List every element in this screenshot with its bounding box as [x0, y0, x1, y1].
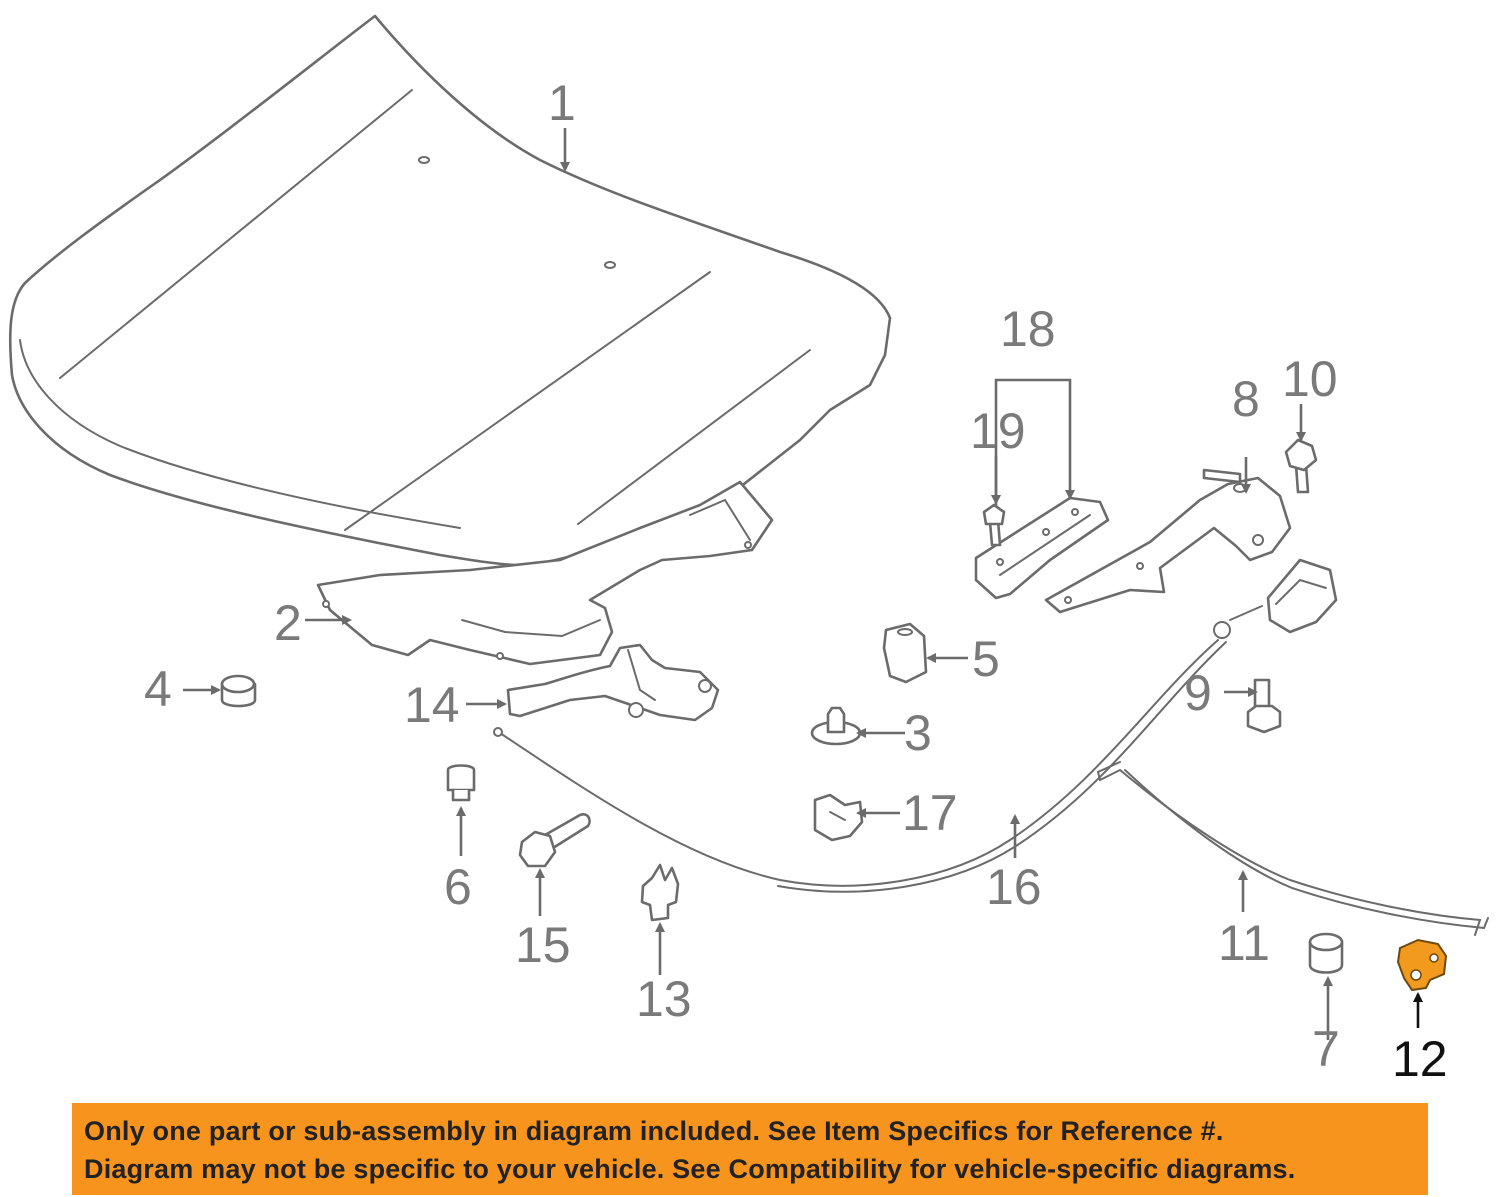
parts-diagram: 1 2 3 4 5 6 7 8 9 10 11 12 13 14 15 16 1…: [8, 14, 1489, 1087]
callout-6: 6: [444, 859, 472, 915]
bumper-7: [1308, 932, 1344, 974]
clip-3: [810, 706, 862, 746]
disclaimer-line-1: Only one part or sub-assembly in diagram…: [84, 1116, 1224, 1146]
disclaimer-banner: Only one part or sub-assembly in diagram…: [72, 1103, 1428, 1195]
release-cable-16: [493, 558, 1338, 893]
clip-17: [813, 793, 864, 842]
hood-support-bracket-18: [974, 496, 1110, 600]
bolt-19: [982, 503, 1006, 547]
callout-14: 14: [404, 677, 460, 733]
callout-8: 8: [1232, 371, 1260, 427]
callout-3: 3: [904, 705, 932, 761]
callout-labels: 1 2 3 4 5 6 7 8 9 10 11 12 13 14 15 16 1…: [144, 75, 1448, 1087]
prop-rod-11: [1096, 761, 1489, 936]
bumper-5: [882, 622, 928, 684]
callout-13: 13: [636, 971, 692, 1027]
bolt-10: [1284, 438, 1318, 494]
callout-12: 12: [1392, 1031, 1448, 1087]
callout-15: 15: [515, 917, 571, 973]
callout-9: 9: [1184, 665, 1212, 721]
highlighted-clip-12: [1396, 938, 1448, 992]
disclaimer-line-2: Diagram may not be specific to your vehi…: [84, 1154, 1296, 1184]
hood-insulator: [316, 480, 774, 666]
callout-2: 2: [274, 595, 302, 651]
callout-1: 1: [548, 75, 576, 131]
bumper-6: [446, 764, 476, 802]
callout-19: 19: [970, 403, 1026, 459]
callout-10: 10: [1282, 351, 1338, 407]
hood-panel: [8, 14, 892, 568]
clip-13: [640, 863, 680, 922]
callout-4: 4: [144, 661, 172, 717]
hood-latch-14: [506, 643, 720, 722]
callout-18: 18: [1000, 301, 1056, 357]
callout-17: 17: [902, 785, 958, 841]
hood-hinge-8: [1044, 468, 1292, 614]
bolt-15: [518, 813, 591, 868]
callout-5: 5: [972, 631, 1000, 687]
callout-11: 11: [1218, 915, 1270, 971]
bolt-9: [1246, 678, 1282, 734]
hood-bumper-4: [220, 674, 257, 708]
callout-16: 16: [986, 859, 1042, 915]
leader-lines: [183, 128, 1423, 1040]
callout-7: 7: [1312, 1021, 1340, 1077]
